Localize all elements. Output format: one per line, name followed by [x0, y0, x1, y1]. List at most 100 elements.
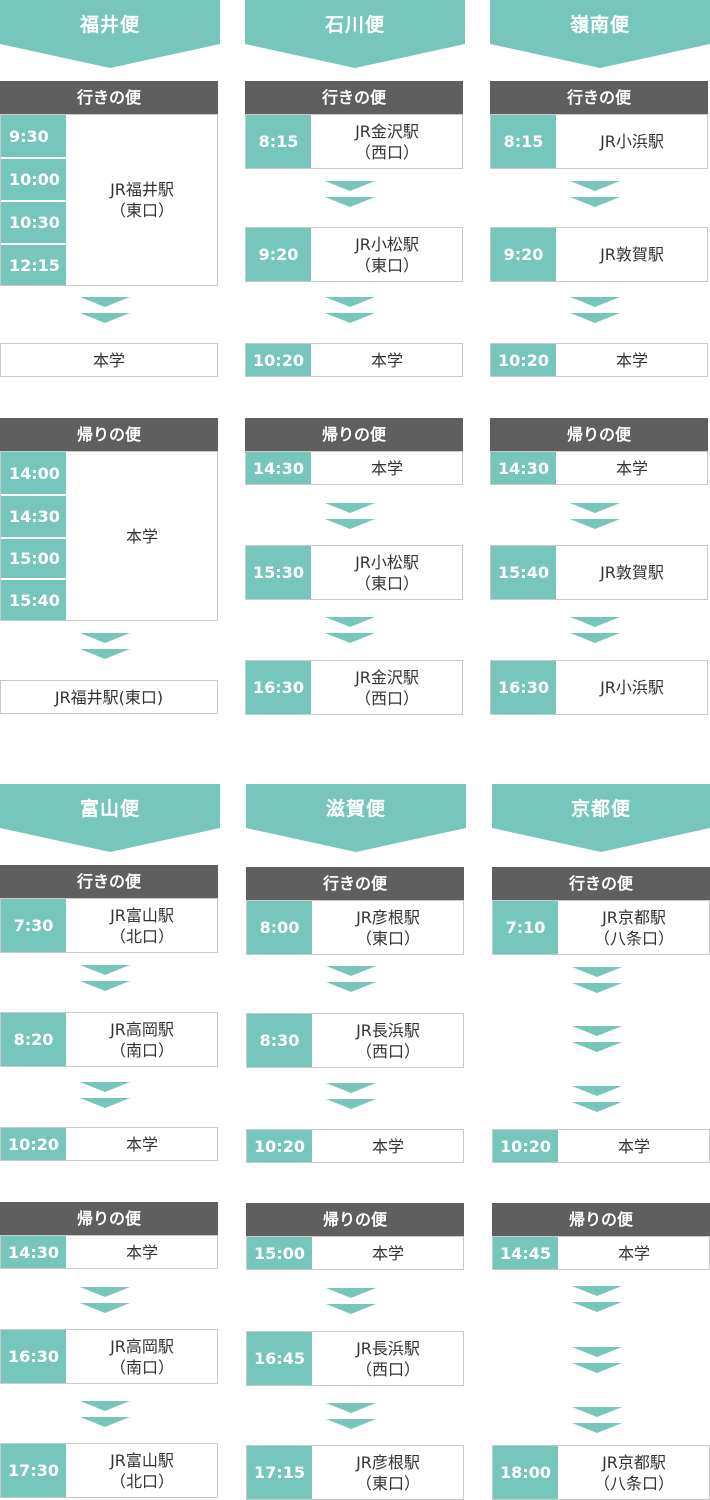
route-shiga: 滋賀便 行きの便 8:00 JR彦根駅（東口） 8:30 JR長浜駅（西口） 1…	[246, 784, 466, 1500]
stop-line1: JR富山駅	[110, 905, 174, 925]
time-cell: 9:20	[246, 228, 311, 281]
time-cell: 9:30	[1, 115, 66, 157]
stop-name: JR小浜駅	[600, 132, 664, 151]
down-chevron-icon	[326, 1288, 376, 1314]
route-header: 滋賀便	[246, 784, 466, 852]
stop-line2: （八条口）	[593, 1473, 674, 1493]
down-chevron-icon	[572, 1347, 622, 1373]
stop-name: JR福井駅 （東口）	[67, 115, 217, 285]
stop-line1: JR金沢駅	[355, 667, 419, 687]
stop-name: 本学	[371, 1136, 404, 1156]
stop-name: JR小松駅（東口）	[312, 546, 462, 599]
route-header: 富山便	[0, 784, 220, 852]
outbound-stop: 8:20 JR高岡駅（南口）	[0, 1012, 218, 1067]
stop-line1: JR長浜駅	[356, 1338, 420, 1358]
return-stop: 15:00 本学	[246, 1236, 464, 1270]
stop-line1: JR京都駅	[602, 1452, 666, 1472]
outbound-stop: 8:30 JR長浜駅（西口）	[246, 1013, 464, 1068]
down-chevron-icon	[572, 1286, 622, 1312]
divider	[1, 578, 66, 580]
stop-line2: （西口）	[355, 1359, 420, 1379]
outbound-stop: 10:20 本学	[492, 1129, 710, 1163]
time-cell: 16:30	[246, 661, 311, 714]
time-cell: 10:00	[1, 159, 66, 200]
outbound-label: 行きの便	[245, 81, 463, 114]
down-chevron-icon	[325, 181, 375, 207]
stop-name: JR京都駅（八条口）	[559, 901, 709, 954]
outbound-stop: 8:00 JR彦根駅（東口）	[246, 900, 464, 955]
stop-line2: （北口）	[109, 1471, 174, 1491]
return-stop: 14:30 本学	[245, 451, 463, 485]
time-cell: 7:10	[493, 901, 558, 954]
return-stop: 18:00 JR京都駅（八条口）	[492, 1445, 710, 1500]
stop-name: JR敦賀駅	[600, 245, 664, 264]
down-chevron-icon	[326, 1083, 376, 1109]
stop-line1: JR彦根駅	[356, 1452, 420, 1472]
time-cell: 10:20	[493, 1130, 558, 1162]
down-chevron-icon	[570, 503, 620, 529]
stop-name: JR長浜駅（西口）	[313, 1332, 463, 1385]
stop-line1: JR高岡駅	[110, 1336, 174, 1356]
stop-line1: JR長浜駅	[356, 1020, 420, 1040]
time-cell: 10:30	[1, 202, 66, 243]
time-cell: 8:30	[247, 1014, 312, 1067]
return-stop: 16:30 JR高岡駅（南口）	[0, 1329, 218, 1384]
stop-name: JR小松駅（東口）	[312, 228, 462, 281]
down-chevron-icon	[80, 1401, 130, 1427]
stop-name: JR福井駅(東口)	[54, 687, 164, 707]
route-header-banner	[0, 784, 220, 852]
time-cell: 17:30	[1, 1444, 66, 1497]
stop-line2: （南口）	[109, 1357, 174, 1377]
time-cell: 15:40	[491, 546, 556, 599]
stop-line1: JR京都駅	[602, 907, 666, 927]
return-stop: 14:30 本学	[0, 1235, 218, 1269]
time-cell: 10:20	[491, 344, 556, 376]
stop-name: 本学	[370, 350, 403, 370]
stop-line2: （北口）	[109, 926, 174, 946]
return-stop: 15:40 JR敦賀駅	[490, 545, 708, 600]
outbound-label: 行きの便	[0, 81, 218, 114]
stop-line1: JR富山駅	[110, 1450, 174, 1470]
route-ishikawa: 石川便 行きの便 8:15 JR金沢駅（西口） 9:20 JR小松駅（東口） 1…	[245, 0, 465, 720]
route-toyama: 富山便 行きの便 7:30 JR富山駅（北口） 8:20 JR高岡駅（南口） 1…	[0, 784, 220, 1500]
route-title: 福井便	[79, 14, 140, 36]
stop-name: JR敦賀駅	[600, 563, 664, 582]
outbound-label: 行きの便	[246, 867, 464, 900]
return-stop: 16:45 JR長浜駅（西口）	[246, 1331, 464, 1386]
down-chevron-icon	[572, 1407, 622, 1433]
route-reinan: 嶺南便 行きの便 8:15 JR小浜駅 9:20 JR敦賀駅 10:20 本学 …	[490, 0, 710, 720]
return-stop: 16:30 JR小浜駅	[490, 660, 708, 715]
stop-name: JR長浜駅（西口）	[313, 1014, 463, 1067]
down-chevron-icon	[570, 617, 620, 643]
time-cell: 8:00	[247, 901, 312, 954]
stop-name: 本学	[92, 350, 125, 370]
return-label: 帰りの便	[492, 1203, 710, 1236]
time-cell: 8:15	[491, 115, 556, 168]
stop-name: 本学	[125, 1242, 158, 1262]
stop-line2: （西口）	[354, 142, 419, 162]
time-cell: 16:30	[1, 1330, 66, 1383]
stop-name: JR金沢駅（西口）	[312, 661, 462, 714]
stop-name: JR富山駅（北口）	[67, 899, 217, 952]
stop-line1: JR小松駅	[355, 234, 419, 254]
return-stop: 14:45 本学	[492, 1236, 710, 1270]
outbound-stop: 9:30 10:00 10:30 12:15 JR福井駅 （東口）	[0, 114, 218, 286]
route-header: 石川便	[245, 0, 465, 68]
time-cell: 14:30	[1, 496, 66, 537]
stop-line2: （東口）	[355, 928, 420, 948]
stop-name: 本学	[125, 526, 158, 546]
stop-line1: JR小松駅	[355, 552, 419, 572]
outbound-stop: 9:20 JR小松駅（東口）	[245, 227, 463, 282]
stop-line1: JR金沢駅	[355, 121, 419, 141]
return-label: 帰りの便	[490, 418, 708, 451]
stop-name: JR金沢駅（西口）	[312, 115, 462, 168]
time-cell: 14:30	[1, 1236, 66, 1268]
stop-line1: JR福井駅	[110, 180, 174, 199]
route-fukui: 福井便 行きの便 9:30 10:00 10:30 12:15 JR福井駅 （東…	[0, 0, 220, 720]
stop-name: JR高岡駅（南口）	[67, 1330, 217, 1383]
return-stop: 17:30 JR富山駅（北口）	[0, 1443, 218, 1498]
time-cell: 14:30	[246, 452, 311, 484]
stop-line2: （南口）	[109, 1040, 174, 1060]
stop-name: 本学	[370, 458, 403, 478]
stop-name: JR彦根駅（東口）	[313, 901, 463, 954]
